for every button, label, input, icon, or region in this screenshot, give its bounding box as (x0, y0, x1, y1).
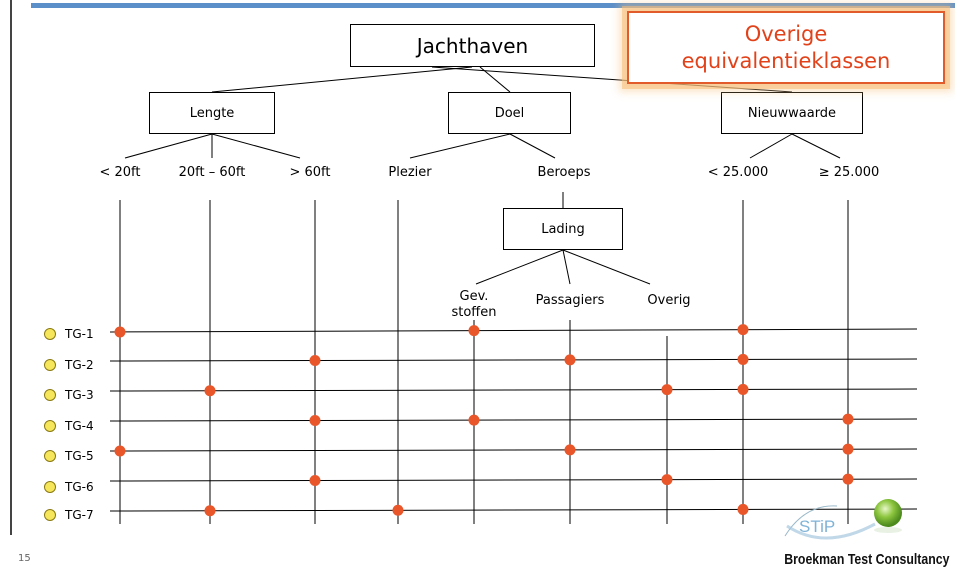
test-case-tg1: TG-1 (44, 327, 94, 341)
coverage-dot-tg-2-lt25 (737, 353, 749, 365)
coverage-dot-tg-7-plezier (392, 504, 404, 516)
coverage-dot-tg-3-mid (204, 385, 216, 397)
class-label-plezier: Plezier (388, 165, 432, 180)
tree-edge (509, 133, 556, 159)
brand-name: Broekman Test Consultancy (783, 551, 949, 568)
coverage-dot-tg-6-overig (661, 474, 673, 486)
test-case-row-line (109, 328, 918, 333)
class-label-20ft-60ft: 20ft – 60ft (178, 165, 246, 180)
tree-edge (124, 133, 213, 159)
tree-edge (749, 133, 793, 159)
top-accent-bar (31, 3, 955, 8)
bullet-icon (44, 509, 56, 521)
tree-edge (562, 249, 651, 285)
coverage-dot-tg-7-mid (204, 505, 216, 517)
class-label-gt60ft: > 60ft (289, 165, 331, 180)
test-case-tg6: TG-6 (44, 480, 94, 494)
coverage-dot-tg-5-lt20 (114, 445, 126, 457)
test-case-row-line (109, 388, 918, 392)
callout-line-1: Overige (744, 22, 828, 46)
coverage-dot-tg-3-lt25 (737, 383, 749, 395)
coverage-dot-tg-1-lt20 (114, 326, 126, 338)
class-label-overig: Overig (647, 293, 691, 308)
test-case-row-line (109, 418, 918, 422)
logo-text: STiP (799, 517, 835, 536)
tree-edge (431, 66, 793, 93)
coverage-dot-tg-1-gev (468, 325, 480, 337)
coverage-dot-tg-1-lt25 (737, 324, 749, 336)
class-label-gev-stoffen: Gev. stoffen (451, 289, 497, 320)
class-label-ge25000: ≥ 25.000 (818, 165, 880, 180)
tree-edge (475, 249, 564, 285)
test-case-tg4: TG-4 (44, 419, 94, 433)
test-case-tg5: TG-5 (44, 449, 94, 463)
bullet-icon (44, 450, 56, 462)
page-number: 15 (18, 553, 31, 564)
green-globe-icon (874, 499, 902, 527)
tree-edge (562, 249, 571, 285)
test-case-tg2: TG-2 (44, 358, 94, 372)
test-case-row-line (109, 358, 918, 362)
overige-equivalentieklassen-callout: Overige equivalentieklassen (627, 11, 945, 84)
bullet-icon (44, 328, 56, 340)
test-case-tg3: TG-3 (44, 388, 94, 402)
coverage-dot-tg-7-lt25 (737, 503, 749, 515)
coverage-dot-tg-2-passagiers (564, 354, 576, 366)
callout-line-2: equivalentieklassen (681, 49, 891, 73)
bullet-icon (44, 389, 56, 401)
class-label-lt25000: < 25.000 (707, 165, 769, 180)
category-node-nieuwwaarde: Nieuwwaarde (721, 92, 863, 134)
test-case-tg7: TG-7 (44, 508, 94, 522)
coverage-dot-tg-6-ge25 (842, 473, 854, 485)
root-node-jachthaven: Jachthaven (350, 24, 595, 67)
coverage-dot-tg-5-passagiers (564, 444, 576, 456)
tree-edge (211, 133, 301, 159)
test-case-row-line (109, 508, 918, 512)
tree-edge (791, 133, 841, 159)
bullet-icon (44, 420, 56, 432)
class-label-passagiers: Passagiers (535, 293, 605, 308)
category-node-lengte: Lengte (149, 92, 275, 134)
class-label-beroeps: Beroeps (537, 165, 591, 180)
bullet-icon (44, 481, 56, 493)
left-border-line (10, 0, 12, 535)
coverage-dot-tg-2-gt60 (309, 354, 321, 366)
tree-edge (211, 66, 473, 93)
test-case-row-line (109, 448, 918, 452)
coverage-dot-tg-4-gt60 (309, 414, 321, 426)
coverage-dot-tg-4-gev (468, 414, 480, 426)
bullet-icon (44, 359, 56, 371)
coverage-dot-tg-6-gt60 (309, 474, 321, 486)
test-case-row-line (109, 478, 918, 482)
category-node-lading: Lading (503, 208, 623, 250)
class-label-lt20ft: < 20ft (99, 165, 141, 180)
coverage-dot-tg-4-ge25 (842, 413, 854, 425)
category-node-doel: Doel (448, 92, 571, 134)
tree-edge (409, 133, 511, 159)
coverage-dot-tg-3-overig (661, 384, 673, 396)
coverage-dot-tg-5-ge25 (842, 443, 854, 455)
stip-logo: STiP (784, 499, 902, 540)
